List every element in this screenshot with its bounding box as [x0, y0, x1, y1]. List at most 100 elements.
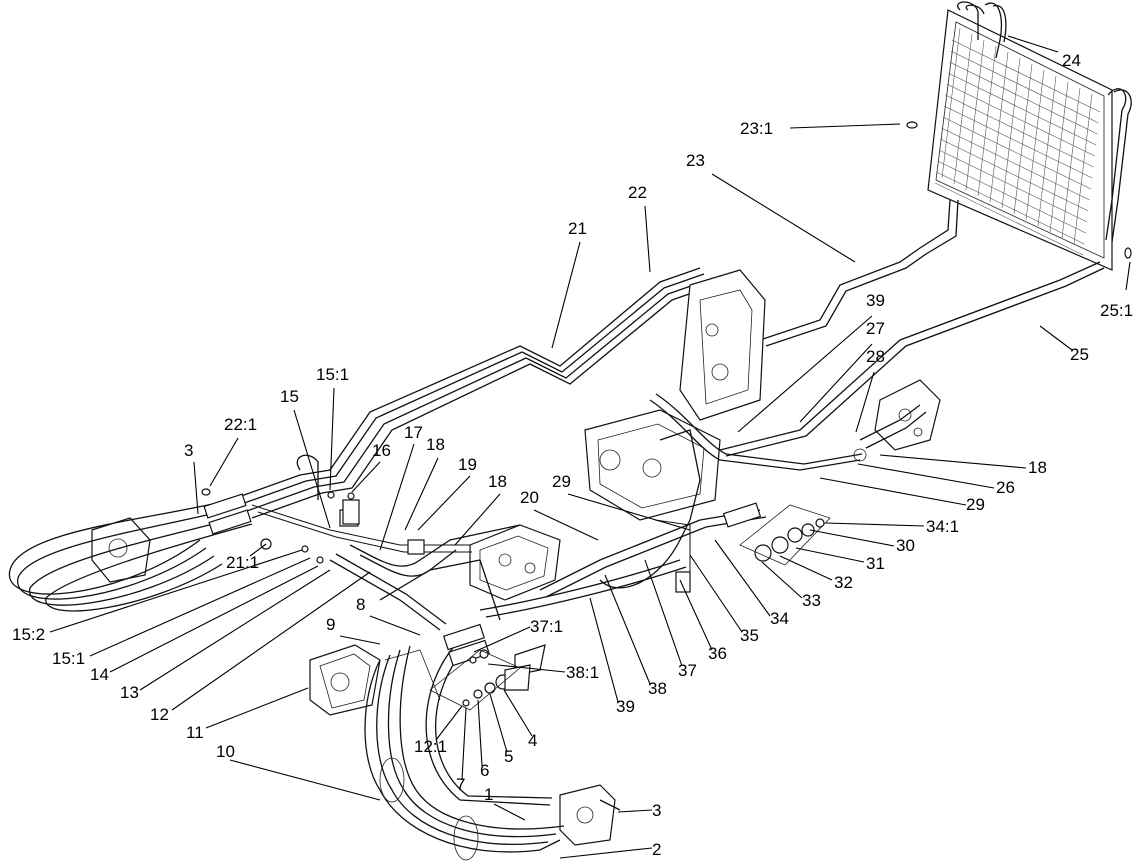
callout-label: 7: [456, 775, 465, 794]
leader-line: [209, 437, 239, 487]
leader-line: [857, 463, 995, 489]
leader-line: [879, 454, 1027, 469]
callout-label: 15: [280, 387, 299, 406]
leader-line: [477, 699, 483, 767]
leader-line: [819, 477, 967, 506]
callout-label: 22:1: [224, 415, 257, 434]
callout-label: 37:1: [530, 617, 563, 636]
callout-label: 3: [184, 441, 193, 460]
cooler-fin: [944, 105, 1093, 179]
left-wheel-motor: [8, 493, 253, 612]
leader-line: [795, 547, 865, 563]
callout-label: 4: [528, 731, 537, 750]
cooler-fin: [1061, 87, 1081, 239]
leader-line: [1039, 325, 1073, 351]
cooler-fin: [989, 51, 1009, 203]
callout-label: 18: [426, 435, 445, 454]
leader-line: [711, 173, 856, 263]
leader-line: [171, 571, 371, 711]
callout-label: 37: [678, 661, 697, 680]
leader-line: [533, 509, 599, 541]
leader-line: [139, 569, 331, 691]
leader-line: [825, 522, 925, 527]
leader-line: [454, 493, 501, 546]
callout-label: 2: [652, 840, 661, 859]
callout-label: 31: [866, 554, 885, 573]
callout-label: 30: [896, 536, 915, 555]
callout-label: 12:1: [414, 737, 447, 756]
callout-label: 34:1: [926, 517, 959, 536]
leader-line: [644, 559, 683, 667]
callout-label: 17: [404, 423, 423, 442]
leader-line: [559, 847, 653, 859]
leader-line: [551, 241, 581, 349]
leader-line: [369, 615, 421, 636]
callout-label: 24: [1062, 51, 1081, 70]
pump-assembly: [584, 269, 863, 521]
leader-line: [109, 565, 319, 673]
cooler-fin: [936, 171, 1085, 245]
leader-line: [329, 387, 335, 491]
callout-label: 39: [866, 291, 885, 310]
leader-line: [761, 561, 803, 599]
callout-label: 25: [1070, 345, 1089, 364]
leader-line: [489, 693, 508, 753]
leader-line: [617, 809, 653, 813]
leader-line: [1125, 261, 1131, 291]
leader-line: [689, 554, 743, 633]
callout-label: 29: [966, 495, 985, 514]
callout-label: 32: [834, 573, 853, 592]
leader-line: [193, 461, 199, 515]
leader-line: [49, 549, 303, 633]
callout-label: 25:1: [1100, 301, 1133, 320]
callout-label: 10: [216, 742, 235, 761]
cooler-fin: [950, 50, 1099, 124]
callout-label: 15:1: [52, 649, 85, 668]
leader-line: [855, 371, 875, 433]
callout-label: 18: [488, 472, 507, 491]
leader-line: [679, 579, 713, 651]
leader-line: [589, 597, 619, 703]
leader-line: [779, 555, 833, 581]
leader-line: [799, 343, 873, 423]
cooler-fin: [1049, 81, 1069, 233]
callout-label: 6: [480, 761, 489, 780]
leader-line: [567, 493, 691, 531]
leader-line: [487, 663, 566, 673]
control-valve: [469, 524, 561, 601]
callout-label: 13: [120, 683, 139, 702]
cooler-fin: [951, 39, 1101, 113]
cooler-fin: [946, 83, 1095, 157]
leader-line: [493, 803, 526, 821]
leader-line: [789, 123, 901, 129]
cooler-fin: [938, 149, 1088, 223]
leader-line: [604, 574, 651, 685]
callout-label: 38: [648, 679, 667, 698]
callout-label: 33: [802, 591, 821, 610]
callout-label: 11: [186, 723, 204, 742]
upper-hose-set: [229, 199, 1105, 519]
leader-line: [737, 315, 873, 433]
callout-label: 8: [356, 595, 365, 614]
callout-label: 21: [568, 219, 587, 238]
callout-label: 22: [628, 183, 647, 202]
callout-label: 3: [652, 801, 661, 820]
cooler-fin: [937, 160, 1086, 234]
right-hose-set: [479, 404, 927, 618]
leader-line: [1007, 35, 1059, 53]
callout-label: 29: [552, 472, 571, 491]
oil-cooler: [927, 1, 1132, 271]
leader-line: [89, 557, 311, 657]
leader-line: [644, 205, 651, 273]
callout-label: 26: [996, 478, 1015, 497]
callout-label: 36: [708, 644, 727, 663]
callout-label: 15:2: [12, 625, 45, 644]
leader-line: [249, 543, 267, 557]
callout-label: 27: [866, 319, 885, 338]
cooler-fin: [941, 127, 1090, 201]
leader-line: [339, 635, 381, 645]
leader-line: [351, 461, 381, 493]
